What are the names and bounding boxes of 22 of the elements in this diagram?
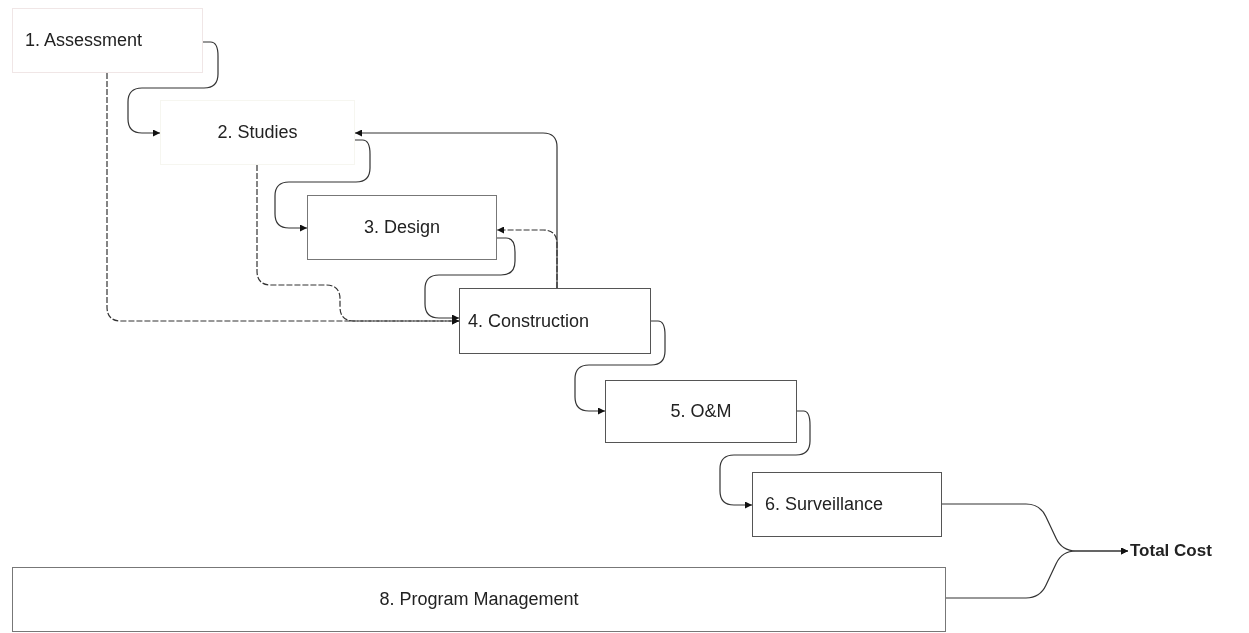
- step-label: 3. Design: [363, 217, 440, 238]
- arrow: [945, 547, 1129, 599]
- step-label: 5. O&M: [670, 401, 732, 422]
- process-box: [307, 195, 497, 260]
- step-label: 8. Program Management: [379, 589, 579, 610]
- process-box: [459, 288, 651, 354]
- process-box: [12, 567, 946, 632]
- step-label: 1. Assessment: [25, 30, 143, 51]
- arrow: [274, 139, 371, 232]
- step-label: 6. Surveillance: [765, 494, 884, 515]
- arrow: [127, 41, 219, 137]
- arrow: [424, 237, 516, 322]
- step-label: 4. Construction: [468, 310, 590, 332]
- output-label: Total Cost: [1130, 541, 1212, 561]
- arrow: [574, 320, 666, 415]
- process-box: [12, 8, 203, 73]
- process-box: [752, 472, 942, 537]
- arrow: [496, 226, 558, 289]
- step-label: 2. Studies: [217, 122, 298, 143]
- process-box: [605, 380, 797, 443]
- arrow: [256, 164, 460, 325]
- process-box: [160, 100, 355, 165]
